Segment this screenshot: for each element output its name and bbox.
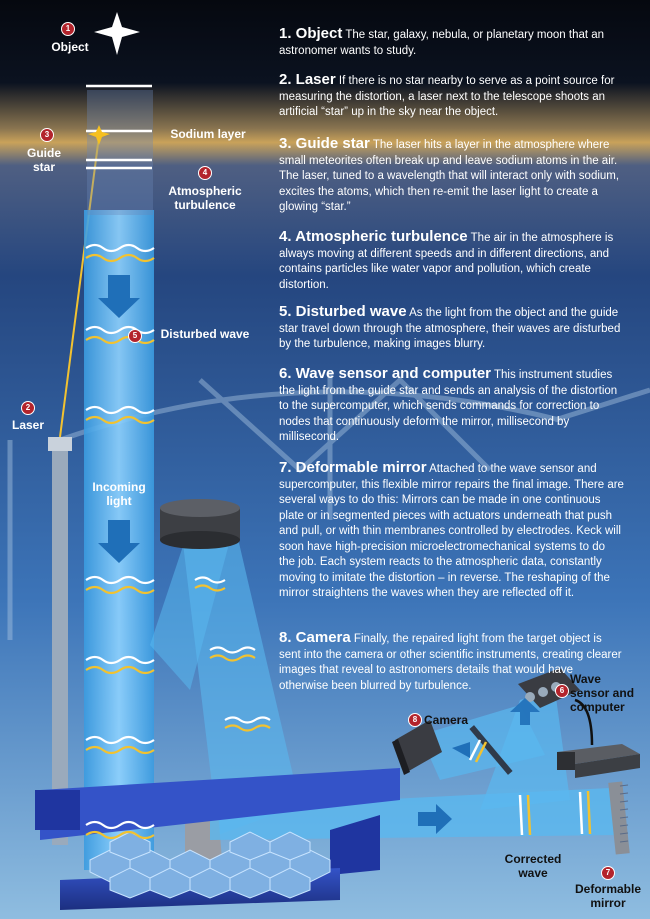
- beam-splitter: [469, 725, 513, 775]
- label-deformable-mirror: Deformable mirror: [574, 882, 642, 910]
- laser-tube: [48, 437, 72, 845]
- object-star-icon: [94, 12, 140, 55]
- badge-atmospheric-turbulence: 4: [198, 166, 212, 180]
- sodium-layer-lines: [86, 84, 152, 170]
- label-disturbed-wave: Disturbed wave: [160, 327, 250, 341]
- deformable-mirror-device: [608, 781, 630, 855]
- step-3-title: 3. Guide star: [279, 135, 370, 152]
- label-atmospheric-turbulence: Atmospheric turbulence: [168, 184, 242, 212]
- light-column-upper: [87, 90, 153, 215]
- label-laser: Laser: [11, 418, 45, 432]
- badge-camera: 8: [408, 713, 422, 727]
- wave-lines-diagonal: [194, 576, 271, 732]
- step-7-text: 7. Deformable mirror Attached to the wav…: [279, 460, 624, 602]
- label-wave-sensor: Wave sensor and computer: [570, 672, 635, 714]
- supercomputer-box: [557, 744, 640, 778]
- step-3-text: 3. Guide star The laser hits a layer in …: [279, 136, 624, 216]
- laser-beam: [59, 135, 100, 438]
- step-6-body: This instrument studies the light from t…: [279, 369, 618, 443]
- step-7-body: Attached to the wave sensor and supercom…: [279, 463, 624, 599]
- step-5-title: 5. Disturbed wave: [279, 303, 407, 320]
- label-sodium-layer: Sodium layer: [170, 127, 246, 141]
- label-camera: Camera: [424, 713, 469, 727]
- step-8-text: 8. Camera Finally, the repaired light fr…: [279, 630, 624, 694]
- step-6-title: 6. Wave sensor and computer: [279, 365, 492, 382]
- step-4-text: 4. Atmospheric turbulence The air in the…: [279, 229, 624, 293]
- badge-wave-sensor: 6: [555, 684, 569, 698]
- step-3-body: The laser hits a layer in the atmosphere…: [279, 139, 620, 213]
- camera-device: [392, 720, 442, 775]
- wave-lines-corrected: [468, 739, 592, 836]
- step-1-body: The star, galaxy, nebula, or planetary m…: [279, 29, 605, 57]
- wave-lines-column: [85, 243, 155, 840]
- step-4-title: 4. Atmospheric turbulence: [279, 228, 468, 245]
- label-guide-star: Guide star: [26, 146, 61, 174]
- label-object: Object: [51, 40, 89, 54]
- flow-arrows: [98, 275, 540, 834]
- primary-mirror: [89, 831, 331, 899]
- badge-object: 1: [61, 22, 75, 36]
- label-incoming-light: Incoming light: [92, 480, 146, 508]
- step-4-body: The air in the atmosphere is always movi…: [279, 232, 614, 291]
- label-corrected-wave: Corrected wave: [504, 852, 562, 880]
- wave-sensor-device: [518, 668, 580, 708]
- badge-guide-star: 3: [40, 128, 54, 142]
- sensor-cable: [574, 698, 594, 746]
- step-2-title: 2. Laser: [279, 71, 336, 88]
- step-5-text: 5. Disturbed wave As the light from the …: [279, 304, 624, 353]
- badge-laser: 2: [21, 401, 35, 415]
- diagonal-beam-right: [182, 530, 300, 835]
- badge-deformable-mirror: 7: [601, 866, 615, 880]
- guide-star-icon: [88, 125, 110, 145]
- step-2-text: 2. Laser If there is no star nearby to s…: [279, 72, 624, 121]
- step-2-body: If there is no star nearby to serve as a…: [279, 75, 615, 118]
- step-1-title: 1. Object: [279, 25, 343, 42]
- step-5-body: As the light from the object and the gui…: [279, 307, 621, 350]
- step-6-text: 6. Wave sensor and computer This instrum…: [279, 366, 624, 446]
- step-7-title: 7. Deformable mirror: [279, 459, 427, 476]
- step-8-title: 8. Camera: [279, 629, 351, 646]
- step-1-text: 1. Object The star, galaxy, nebula, or p…: [279, 26, 624, 59]
- secondary-mirror: [160, 499, 240, 549]
- step-8-body: Finally, the repaired light from the tar…: [279, 633, 622, 692]
- badge-disturbed-wave: 5: [128, 329, 142, 343]
